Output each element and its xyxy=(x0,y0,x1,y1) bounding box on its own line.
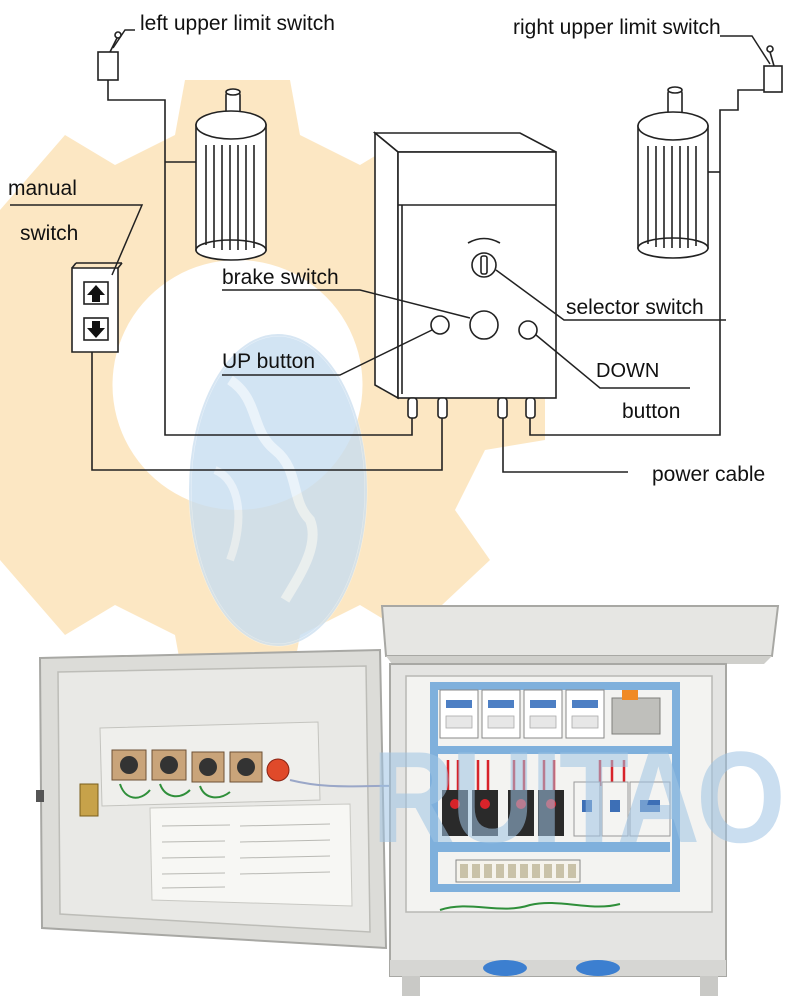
brake-switch xyxy=(469,310,499,340)
label-left-upper-limit-switch: left upper limit switch xyxy=(140,12,335,35)
transformer xyxy=(611,697,661,735)
relay-row xyxy=(442,790,564,836)
label-brake-switch: brake switch xyxy=(222,266,339,289)
right-motor-icon xyxy=(637,86,709,259)
wiring xyxy=(91,80,773,473)
leader-lines xyxy=(10,29,771,389)
watermark-text: RUITAO xyxy=(372,724,782,870)
cabinet-photo: RUITAO xyxy=(36,605,786,996)
label-power-cable: power cable xyxy=(652,463,765,486)
arrow-up-icon xyxy=(87,285,105,302)
wire-manual xyxy=(91,350,443,471)
label-manual: manual xyxy=(8,177,77,200)
instruction-sheet xyxy=(149,803,353,907)
wire-power-cable xyxy=(502,418,628,473)
door-timers xyxy=(111,749,290,783)
label-right-upper-limit-switch: right upper limit switch xyxy=(513,16,721,39)
right-limit-switch xyxy=(763,45,783,93)
globe-watermark-icon xyxy=(188,333,368,647)
circuit-breakers xyxy=(573,781,671,837)
cabinet-door xyxy=(36,648,401,950)
cabinet-body xyxy=(380,605,780,996)
manual-pendant-switch xyxy=(71,262,123,353)
left-limit-switch xyxy=(97,31,122,81)
wire-right-limit xyxy=(529,89,773,436)
control-box xyxy=(372,131,557,419)
label-down-button: button xyxy=(622,400,680,423)
wire-left-limit xyxy=(107,80,413,436)
label-selector-switch: selector switch xyxy=(566,296,704,319)
contactor-row xyxy=(439,689,605,739)
down-button xyxy=(518,320,538,340)
label-down: DOWN xyxy=(596,360,659,382)
label-switch: switch xyxy=(20,222,78,245)
left-motor-icon xyxy=(195,88,267,261)
label-up-button: UP button xyxy=(222,350,315,373)
arrow-down-icon xyxy=(87,321,105,338)
up-button xyxy=(430,315,450,335)
